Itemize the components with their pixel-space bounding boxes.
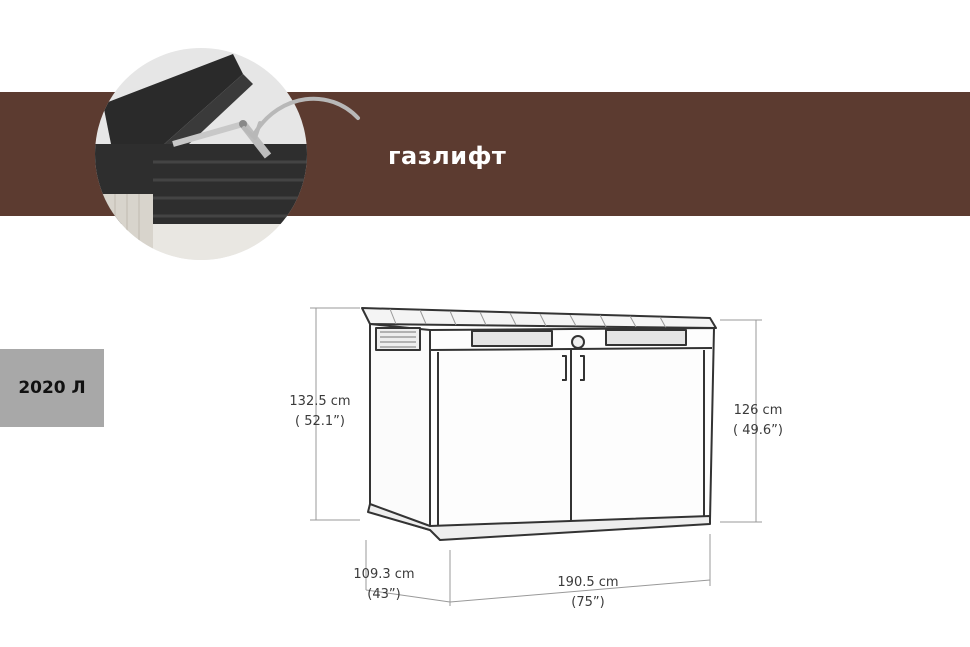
depth-cm: 109.3 cm — [353, 567, 415, 582]
depth-inch: (43”) — [367, 587, 401, 602]
width-cm: 190.5 cm — [557, 575, 619, 590]
height-left-cm: 132.5 cm — [289, 394, 351, 409]
curved-arrow-icon — [242, 96, 360, 140]
gaslift-photo — [95, 48, 307, 260]
feature-label: газлифт — [388, 142, 507, 170]
width-dimension: 190.5 cm (75”) — [545, 573, 631, 613]
volume-badge: 2020 Л — [0, 349, 104, 427]
storage-shed-drawing — [310, 307, 762, 606]
depth-dimension: 109.3 cm (43”) — [340, 565, 428, 605]
height-left-inch: ( 52.1”) — [295, 414, 345, 429]
width-inch: (75”) — [571, 595, 605, 610]
height-right-cm: 126 cm — [733, 403, 783, 418]
height-left-dimension: 132.5 cm ( 52.1”) — [272, 392, 368, 432]
height-right-dimension: 126 cm ( 49.6”) — [716, 401, 800, 441]
volume-label: 2020 Л — [18, 378, 86, 398]
height-right-inch: ( 49.6”) — [733, 423, 783, 438]
